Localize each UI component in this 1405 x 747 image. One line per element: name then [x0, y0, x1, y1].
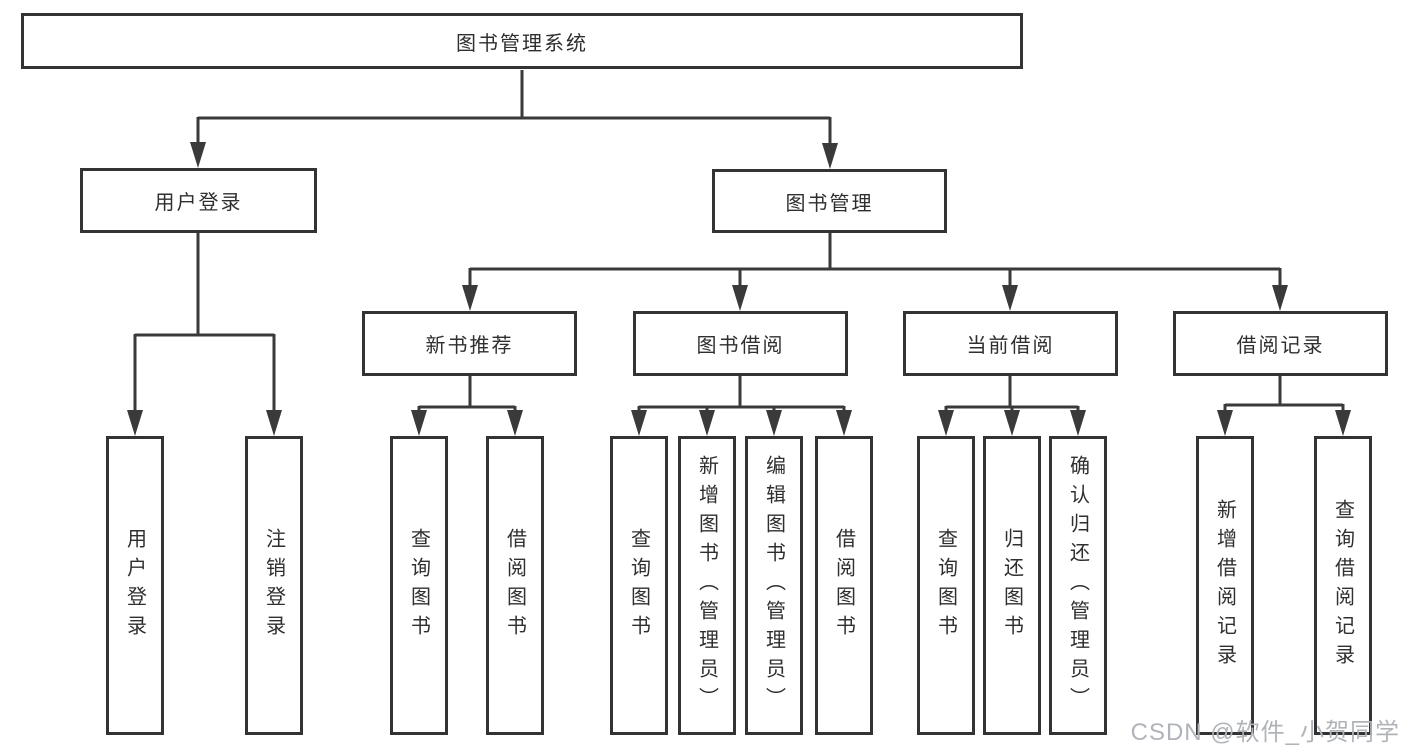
node-borrowing-records: 借阅记录 — [1173, 311, 1388, 376]
leaf-query-books-current: 查询图书 — [917, 436, 975, 735]
node-label: 编辑图书（管理员） — [762, 455, 785, 716]
leaf-confirm-return-admin: 确认归还（管理员） — [1049, 436, 1107, 735]
node-label: 借阅记录 — [1236, 335, 1325, 357]
node-label: 确认归还（管理员） — [1066, 455, 1089, 716]
leaf-edit-book-admin: 编辑图书（管理员） — [745, 436, 803, 735]
leaf-return-books: 归还图书 — [983, 436, 1041, 735]
leaf-borrow-books-newbook: 借阅图书 — [486, 436, 544, 735]
node-label: 图书借阅 — [696, 335, 785, 357]
node-label: 当前借阅 — [966, 335, 1055, 357]
leaf-user-login: 用户登录 — [106, 436, 164, 735]
leaf-add-book-admin: 新增图书（管理员） — [678, 436, 736, 735]
node-label: 新增借阅记录 — [1213, 498, 1236, 673]
node-label: 图书管理系统 — [456, 32, 588, 55]
arrowheads — [127, 142, 1351, 436]
node-label: 新书推荐 — [425, 335, 514, 357]
leaf-borrow-books-borrowing: 借阅图书 — [815, 436, 873, 735]
node-label: 查询图书 — [407, 527, 430, 644]
leaf-query-borrow-record: 查询借阅记录 — [1314, 436, 1372, 735]
node-label: 查询借阅记录 — [1331, 498, 1354, 673]
node-library-management-system: 图书管理系统 — [21, 13, 1023, 69]
node-label: 用户登录 — [123, 527, 146, 644]
node-label: 图书管理 — [785, 192, 874, 215]
node-label: 注销登录 — [262, 527, 285, 644]
csdn-watermark: CSDN @软件_小贺同学 — [1130, 719, 1400, 746]
node-current-borrowing: 当前借阅 — [903, 311, 1118, 376]
node-label: 新增图书（管理员） — [695, 455, 718, 716]
node-label: 借阅图书 — [503, 527, 526, 644]
node-book-management: 图书管理 — [712, 169, 947, 233]
leaf-query-books-newbook: 查询图书 — [390, 436, 448, 735]
leaf-logout-login: 注销登录 — [245, 436, 303, 735]
node-label: 用户登录 — [154, 192, 243, 214]
node-label: 归还图书 — [1000, 527, 1023, 644]
node-label: 借阅图书 — [832, 527, 855, 644]
node-label: 查询图书 — [627, 527, 650, 644]
node-label: 查询图书 — [934, 527, 957, 644]
leaf-add-borrow-record: 新增借阅记录 — [1196, 436, 1254, 735]
node-user-login: 用户登录 — [80, 168, 317, 233]
node-book-borrowing: 图书借阅 — [633, 311, 848, 376]
node-new-book-recommend: 新书推荐 — [362, 311, 577, 376]
leaf-query-books-borrowing: 查询图书 — [610, 436, 668, 735]
